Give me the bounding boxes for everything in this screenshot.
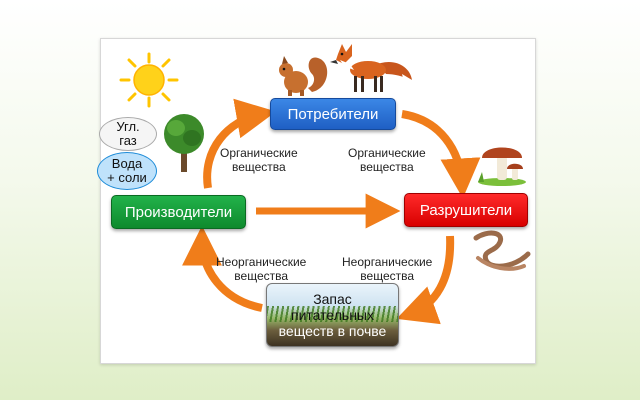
organic-right-line1: Органические	[348, 146, 426, 160]
organic-right-line2: вещества	[359, 160, 414, 174]
consumers-box: Потребители	[270, 98, 396, 130]
organic-right-label: Органические вещества	[348, 146, 426, 174]
consumers-label: Потребители	[287, 105, 379, 123]
soil-nutrients-box: Запас питательных веществ в почве	[266, 283, 399, 347]
decomposers-box: Разрушители	[404, 193, 528, 227]
soil-label-line2: питательных	[291, 307, 374, 323]
mushroom-icon	[478, 147, 526, 186]
sun-icon	[119, 52, 179, 108]
soil-label-line3: веществ в почве	[278, 323, 387, 339]
fox-icon	[330, 44, 412, 92]
arrow-producers-to-consumers	[203, 98, 277, 189]
carbon-gas-bubble: Угл. газ	[99, 117, 157, 151]
producers-box: Производители	[111, 195, 246, 229]
inorganic-left-line2: вещества	[234, 269, 289, 283]
organic-left-label: Органические вещества	[220, 146, 298, 174]
organic-left-line2: вещества	[231, 160, 286, 174]
arrow-soil-to-producers	[182, 225, 263, 312]
tree-icon	[164, 114, 204, 172]
decomposers-label: Разрушители	[419, 201, 513, 219]
inorganic-right-label: Неорганические вещества	[342, 255, 432, 283]
inorganic-left-label: Неорганические вещества	[216, 255, 306, 283]
grass-strip	[267, 306, 398, 322]
arrow-decomposers-to-soil	[396, 235, 455, 325]
squirrel-icon	[279, 56, 328, 96]
inorganic-right-line2: вещества	[360, 269, 415, 283]
soil-label-line1: Запас	[313, 291, 352, 307]
inorganic-left-line1: Неорганические	[216, 255, 307, 269]
gas-line2: газ	[119, 133, 137, 148]
water-line2: + соли	[107, 170, 147, 185]
inorganic-right-line1: Неорганические	[342, 255, 433, 269]
producers-label: Производители	[124, 203, 233, 221]
organic-left-line1: Органические	[220, 146, 298, 160]
water-line1: Вода	[111, 156, 143, 171]
water-salts-bubble: Вода + соли	[97, 152, 157, 190]
gas-line1: Угл.	[116, 119, 140, 134]
arrow-consumers-to-decomposers	[401, 110, 481, 199]
worm-icon	[473, 230, 531, 271]
